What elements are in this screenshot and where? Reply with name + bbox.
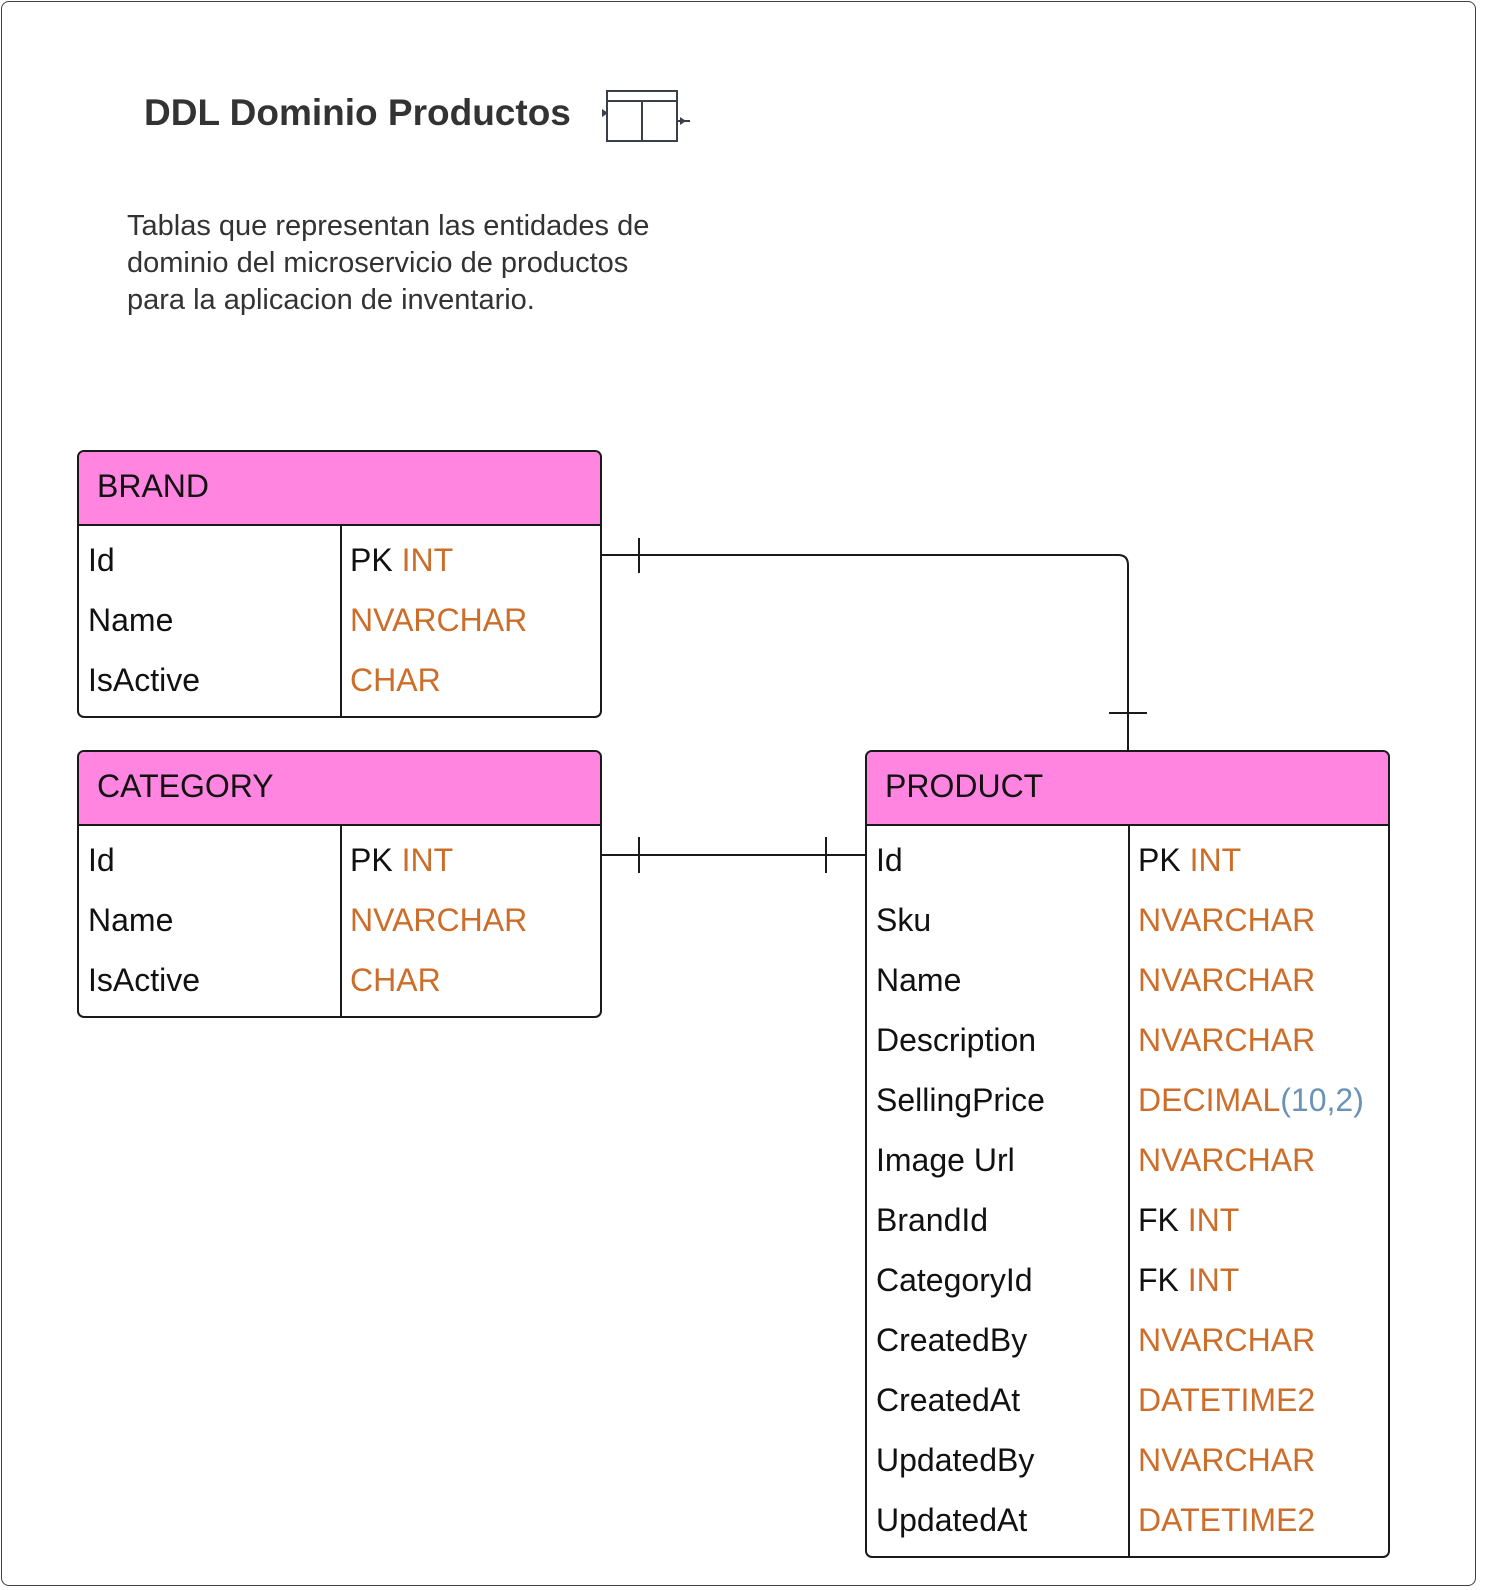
data-type: NVARCHAR: [1138, 961, 1316, 998]
column-type: NVARCHAR: [340, 602, 527, 639]
table-row: Name NVARCHAR: [867, 950, 1388, 1010]
product-table-header: PRODUCT: [867, 752, 1388, 826]
column-name: Name: [88, 901, 174, 938]
column-name: Id: [88, 541, 115, 578]
table-icon: [602, 90, 690, 142]
table-row: Id PK INT: [79, 830, 600, 890]
type-params: (10,2): [1280, 1081, 1364, 1118]
column-type: NVARCHAR: [340, 902, 527, 939]
table-row: Name NVARCHAR: [79, 590, 600, 650]
data-type: INT: [1187, 1201, 1240, 1238]
data-type: NVARCHAR: [350, 901, 528, 938]
table-row: IsActive CHAR: [79, 650, 600, 710]
data-type: NVARCHAR: [1138, 1021, 1316, 1058]
column-type: PK INT: [1128, 842, 1241, 879]
column-type: CHAR: [340, 662, 441, 699]
data-type: DECIMAL: [1138, 1081, 1281, 1118]
column-name: CreatedBy: [876, 1321, 1028, 1358]
data-type: INT: [1187, 1261, 1240, 1298]
column-type: NVARCHAR: [1128, 902, 1315, 939]
data-type: INT: [1189, 841, 1242, 878]
category-table[interactable]: CATEGORY Id PK INT Name NVARCHAR IsActive CHA…: [77, 750, 602, 1018]
column-type: FK INT: [1128, 1202, 1239, 1239]
column-name: UpdatedAt: [876, 1501, 1028, 1538]
column-type: PK INT: [340, 542, 453, 579]
brand-columns: Id PK INT Name NVARCHAR IsActive CHAR: [79, 526, 600, 716]
column-name: Name: [876, 961, 962, 998]
table-row: Id PK INT: [79, 530, 600, 590]
table-row: CreatedAt DATETIME2: [867, 1370, 1388, 1430]
column-type: DECIMAL(10,2): [1128, 1082, 1364, 1119]
column-name: Id: [88, 841, 115, 878]
diagram-frame: [1, 1, 1476, 1586]
category-table-header: CATEGORY: [79, 752, 600, 826]
table-row: Sku NVARCHAR: [867, 890, 1388, 950]
diagram-description: Tablas que representan las entidades de …: [127, 210, 650, 316]
table-row: Description NVARCHAR: [867, 1010, 1388, 1070]
column-type: PK INT: [340, 842, 453, 879]
table-row: IsActive CHAR: [79, 950, 600, 1010]
column-type: NVARCHAR: [1128, 962, 1315, 999]
column-name: Description: [876, 1021, 1037, 1058]
column-name: Name: [88, 601, 174, 638]
data-type: CHAR: [350, 661, 441, 698]
column-name: CreatedAt: [876, 1381, 1021, 1418]
table-row: Image Url NVARCHAR: [867, 1130, 1388, 1190]
column-name: IsActive: [88, 661, 201, 698]
table-row: CategoryId FK INT: [867, 1250, 1388, 1310]
brand-table-header: BRAND: [79, 452, 600, 526]
column-name: Sku: [876, 901, 932, 938]
column-type: NVARCHAR: [1128, 1022, 1315, 1059]
data-type: INT: [401, 841, 454, 878]
category-columns: Id PK INT Name NVARCHAR IsActive CHAR: [79, 826, 600, 1016]
column-type: DATETIME2: [1128, 1502, 1315, 1539]
data-type: NVARCHAR: [1138, 901, 1316, 938]
column-name: BrandId: [876, 1201, 989, 1238]
key-label: FK: [1138, 1201, 1179, 1238]
table-row: UpdatedAt DATETIME2: [867, 1490, 1388, 1550]
key-label: PK: [350, 841, 393, 878]
column-type: CHAR: [340, 962, 441, 999]
data-type: NVARCHAR: [1138, 1321, 1316, 1358]
column-type: FK INT: [1128, 1262, 1239, 1299]
column-type: NVARCHAR: [1128, 1322, 1315, 1359]
column-name: Image Url: [876, 1141, 1015, 1178]
data-type: DATETIME2: [1138, 1381, 1316, 1418]
data-type: INT: [401, 541, 454, 578]
table-row: Id PK INT: [867, 830, 1388, 890]
column-name: UpdatedBy: [876, 1441, 1035, 1478]
column-name: Id: [876, 841, 903, 878]
data-type: NVARCHAR: [350, 601, 528, 638]
data-type: DATETIME2: [1138, 1501, 1316, 1538]
key-label: PK: [350, 541, 393, 578]
brand-table[interactable]: BRAND Id PK INT Name NVARCHAR IsActive CHAR: [77, 450, 602, 718]
column-type: NVARCHAR: [1128, 1142, 1315, 1179]
table-row: CreatedBy NVARCHAR: [867, 1310, 1388, 1370]
column-name: IsActive: [88, 961, 201, 998]
column-type: NVARCHAR: [1128, 1442, 1315, 1479]
table-row: SellingPrice DECIMAL(10,2): [867, 1070, 1388, 1130]
data-type: NVARCHAR: [1138, 1141, 1316, 1178]
data-type: NVARCHAR: [1138, 1441, 1316, 1478]
data-type: CHAR: [350, 961, 441, 998]
table-row: UpdatedBy NVARCHAR: [867, 1430, 1388, 1490]
column-type: DATETIME2: [1128, 1382, 1315, 1419]
column-name: SellingPrice: [876, 1081, 1045, 1118]
key-label: PK: [1138, 841, 1181, 878]
table-row: Name NVARCHAR: [79, 890, 600, 950]
column-name: CategoryId: [876, 1261, 1033, 1298]
table-row: BrandId FK INT: [867, 1190, 1388, 1250]
brand-product-connector: [602, 554, 1129, 751]
key-label: FK: [1138, 1261, 1179, 1298]
diagram-title: DDL Dominio Productos: [144, 92, 571, 133]
